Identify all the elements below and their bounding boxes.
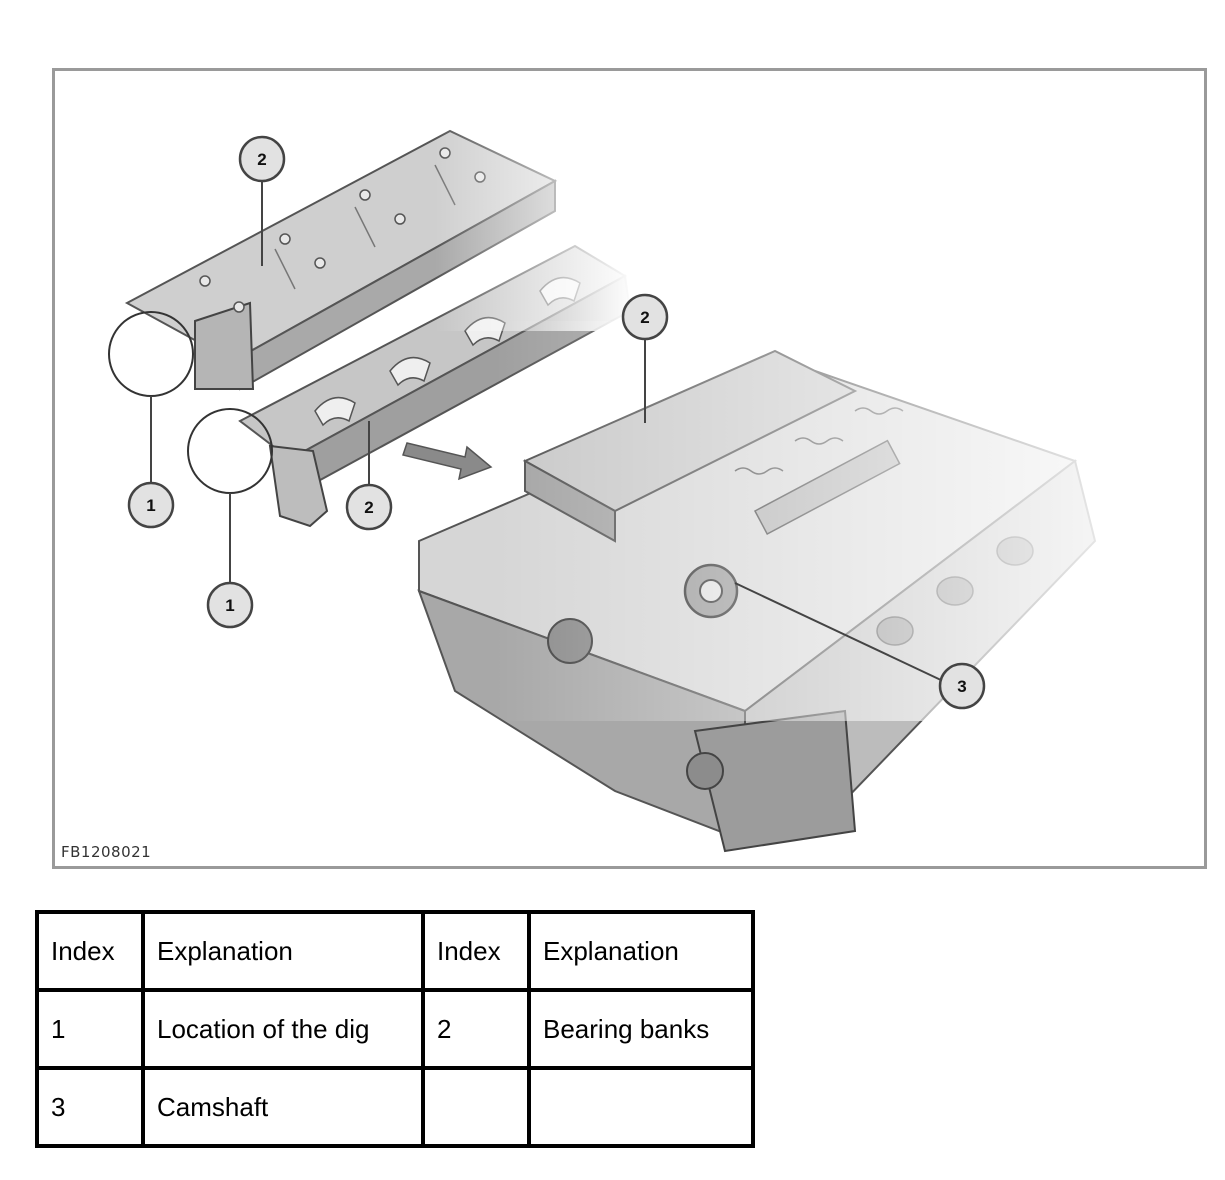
callout-1-bottom: 1	[206, 581, 254, 629]
legend-header-row: Index Explanation Index Explanation	[35, 910, 755, 992]
direction-arrow	[402, 442, 493, 481]
figure-id-label: FB1208021	[61, 843, 152, 861]
svg-text:2: 2	[640, 308, 649, 327]
engine-cylinder-head-illustration: 2 2 1 2 1 3	[108, 111, 1204, 853]
svg-text:2: 2	[257, 150, 266, 169]
header-explanation-2: Explanation	[527, 910, 755, 992]
header-index-2: Index	[421, 910, 531, 992]
legend-index: 3	[35, 1066, 145, 1148]
legend-index: 2	[421, 988, 531, 1070]
svg-text:3: 3	[957, 677, 966, 696]
legend-explanation: Camshaft	[141, 1066, 425, 1148]
diagram-frame: 2 2 1 2 1 3 FB1208021	[52, 68, 1207, 869]
svg-text:1: 1	[146, 496, 155, 515]
callout-2-right: 2	[621, 293, 669, 341]
detail-circle-lower	[187, 408, 273, 494]
svg-text:2: 2	[364, 498, 373, 517]
svg-text:1: 1	[225, 596, 234, 615]
legend-explanation: Location of the dig	[141, 988, 425, 1070]
legend-explanation	[527, 1066, 755, 1148]
legend-index	[421, 1066, 531, 1148]
header-explanation-1: Explanation	[141, 910, 425, 992]
detail-circle-upper	[108, 311, 194, 397]
legend-row: 3 Camshaft	[35, 1066, 755, 1148]
callout-1-left: 1	[127, 481, 175, 529]
header-index-1: Index	[35, 910, 145, 992]
cylinder-head-block	[417, 321, 1204, 853]
callout-3: 3	[938, 662, 986, 710]
legend-index: 1	[35, 988, 145, 1070]
legend-explanation: Bearing banks	[527, 988, 755, 1070]
legend-row: 1 Location of the dig 2 Bearing banks	[35, 988, 755, 1070]
callout-2-top: 2	[238, 135, 286, 183]
legend-table: Index Explanation Index Explanation 1 Lo…	[35, 910, 755, 1148]
callout-2-middle: 2	[345, 483, 393, 531]
